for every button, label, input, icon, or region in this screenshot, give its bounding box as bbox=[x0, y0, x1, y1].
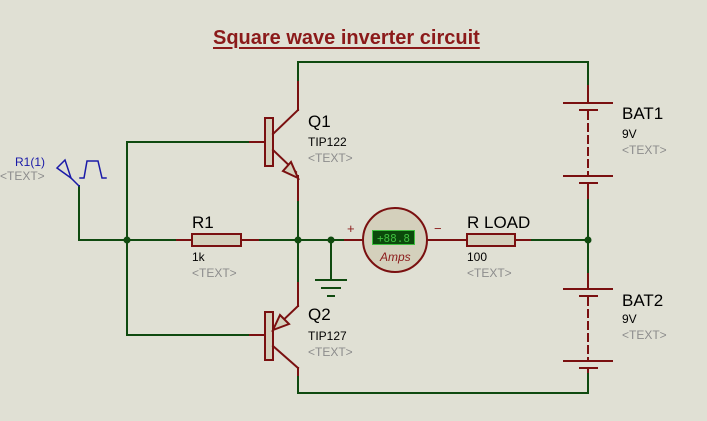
ammeter-unit: Amps bbox=[380, 250, 411, 264]
junction-dot bbox=[123, 236, 131, 244]
q2-value: TIP127 bbox=[308, 329, 347, 343]
q1-ref: Q1 bbox=[308, 112, 331, 131]
ammeter-minus-sign: − bbox=[434, 221, 442, 236]
generator-ref: R1(1) bbox=[15, 155, 46, 169]
rload-text: <TEXT> bbox=[467, 266, 512, 280]
junction-dot bbox=[327, 236, 335, 244]
junction-dot bbox=[294, 236, 302, 244]
battery-bat2[interactable] bbox=[563, 273, 613, 373]
r1-text: <TEXT> bbox=[192, 266, 237, 280]
q1-value: TIP122 bbox=[308, 135, 347, 149]
resistor-r1[interactable] bbox=[176, 233, 259, 247]
wire-generator[interactable] bbox=[78, 185, 178, 241]
page-title: Square wave inverter circuit bbox=[213, 27, 480, 49]
bat2-text: <TEXT> bbox=[622, 328, 667, 342]
rload-ref: R LOAD bbox=[467, 213, 531, 232]
bat2-ref: BAT2 bbox=[622, 291, 664, 310]
pulse-generator-icon[interactable] bbox=[55, 158, 107, 188]
bat2-value: 9V bbox=[622, 312, 637, 326]
ammeter-plus-sign: + bbox=[347, 221, 355, 236]
r1-value: 1k bbox=[192, 250, 205, 264]
generator-text: <TEXT> bbox=[0, 169, 45, 183]
ground-icon bbox=[315, 279, 347, 297]
wire-top[interactable] bbox=[297, 61, 589, 87]
q2-ref: Q2 bbox=[308, 305, 331, 324]
ammeter-display: +88.8 bbox=[372, 230, 415, 245]
bat1-ref: BAT1 bbox=[622, 104, 664, 123]
rload-value: 100 bbox=[467, 250, 488, 264]
q1-text: <TEXT> bbox=[308, 151, 353, 165]
wire-bottom[interactable] bbox=[297, 371, 589, 394]
transistor-q2[interactable] bbox=[249, 282, 300, 376]
transistor-q1[interactable] bbox=[249, 81, 300, 201]
bat1-value: 9V bbox=[622, 127, 637, 141]
junction-dot bbox=[584, 236, 592, 244]
bat1-text: <TEXT> bbox=[622, 143, 667, 157]
resistor-rload[interactable] bbox=[449, 233, 531, 247]
battery-bat1[interactable] bbox=[563, 85, 613, 199]
q2-text: <TEXT> bbox=[308, 345, 353, 359]
r1-ref: R1 bbox=[192, 213, 214, 232]
